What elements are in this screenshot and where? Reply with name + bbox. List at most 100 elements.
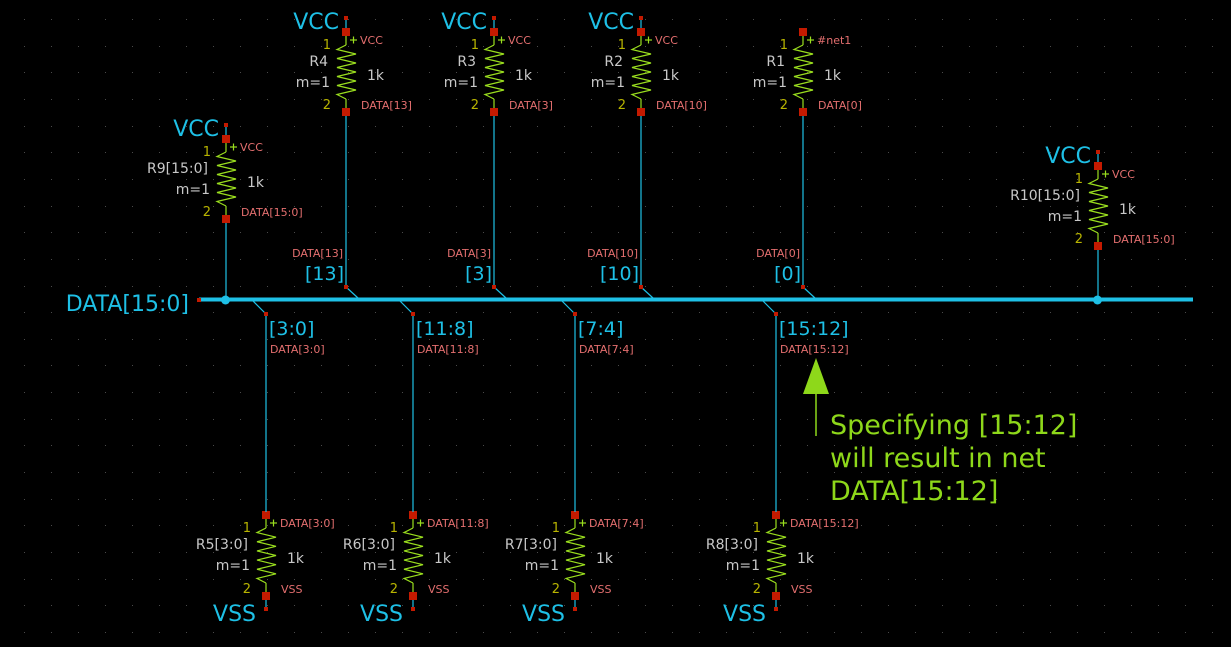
pin-2-number: 2 [390, 582, 398, 597]
pin-1[interactable] [342, 28, 350, 36]
pin-1[interactable] [409, 511, 417, 519]
resistance-value: 1k [247, 175, 265, 191]
resistor-zigzag-icon [255, 527, 277, 584]
vss-label: VSS [522, 602, 565, 627]
pin-2-number: 2 [780, 98, 788, 113]
bus-tap-bottom[interactable]: [15:12]DATA[15:12] [762, 300, 849, 512]
pin-1[interactable] [1094, 162, 1102, 170]
bottom-net-label: DATA[10] [656, 99, 707, 112]
instance-name: R6[3:0] [343, 537, 395, 553]
tap-net-label: DATA[0] [756, 247, 800, 260]
multiplier: m=1 [591, 75, 625, 91]
pin-2-number: 2 [753, 582, 761, 597]
power-pin [224, 123, 228, 127]
pin-1[interactable] [222, 135, 230, 143]
multiplier: m=1 [363, 558, 397, 574]
pin-2-number: 2 [323, 98, 331, 113]
pin-2[interactable] [637, 108, 645, 116]
tap-pin [774, 312, 778, 316]
resistance-value: 1k [596, 551, 614, 567]
pin-1[interactable] [772, 511, 780, 519]
pin-2[interactable] [799, 108, 807, 116]
bus-tap-bottom[interactable]: [7:4]DATA[7:4] [561, 300, 634, 512]
bus-tap-top[interactable]: [3] DATA[3] [447, 247, 507, 299]
power-pin [573, 607, 577, 611]
pin-2[interactable] [222, 215, 230, 223]
top-bus-taps: [13]DATA[13] [3] DATA[3] [10]DATA[10] [0]DAT… [292, 247, 816, 299]
multiplier: m=1 [525, 558, 559, 574]
tap-index-label: [3:0] [269, 318, 314, 340]
power-pin [1096, 150, 1100, 154]
multiplier: m=1 [726, 558, 760, 574]
pin-2-number: 2 [618, 98, 626, 113]
pin-2[interactable] [1094, 242, 1102, 250]
tap-net-label: DATA[3] [447, 247, 491, 260]
tap-net-label: DATA[13] [292, 247, 343, 260]
bus-tap-top[interactable]: [0]DATA[0] [756, 247, 816, 299]
tap-index-label: [11:8] [416, 318, 474, 340]
bottom-net-label: DATA[15:0] [241, 206, 303, 219]
vcc-label: VCC [173, 117, 219, 142]
instance-name: R5[3:0] [196, 537, 248, 553]
annotation-line-1: Specifying [15:12] [830, 410, 1077, 441]
vcc-label: VCC [588, 10, 634, 35]
power-pin [639, 16, 643, 20]
top-net-label: DATA[7:4] [589, 517, 644, 530]
pin-2[interactable] [571, 592, 579, 600]
pin-1[interactable] [637, 28, 645, 36]
multiplier: m=1 [1048, 209, 1082, 225]
tap-index-label: [7:4] [578, 318, 623, 340]
resistor-zigzag-icon [215, 151, 237, 207]
pin-2[interactable] [490, 108, 498, 116]
pin-1-number: 1 [552, 521, 560, 536]
pin-1[interactable] [490, 28, 498, 36]
tap-diagonal [762, 300, 777, 315]
resistance-value: 1k [662, 68, 680, 84]
top-net-label: DATA[15:12] [790, 517, 859, 530]
vss-label: VSS [723, 602, 766, 627]
instance-name: R8[3:0] [706, 537, 758, 553]
bottom-net-label: VSS [281, 583, 303, 596]
tap-index-label: [3] [465, 263, 492, 285]
arrow-up-icon [803, 358, 829, 394]
pin-1-number: 1 [243, 521, 251, 536]
resistor-zigzag-icon [1087, 178, 1109, 234]
multiplier: m=1 [176, 182, 210, 198]
top-net-label: VCC [508, 34, 531, 47]
tap-index-label: [15:12] [779, 318, 849, 340]
pin-1[interactable] [262, 511, 270, 519]
bus-tap-bottom[interactable]: [11:8] DATA[11:8] [399, 300, 479, 512]
bus-tap-top[interactable]: [13]DATA[13] [292, 247, 359, 299]
tap-net-label: DATA[11:8] [417, 343, 479, 356]
bottom-net-label: VSS [428, 583, 450, 596]
resistance-value: 1k [515, 68, 533, 84]
multiplier: m=1 [216, 558, 250, 574]
pin-1[interactable] [571, 511, 579, 519]
pin-1[interactable] [799, 28, 807, 36]
pin-2[interactable] [409, 592, 417, 600]
bus-tap-top[interactable]: [10]DATA[10] [587, 247, 654, 299]
bus-label: DATA[15:0] [66, 292, 189, 317]
annotation-line-3: DATA[15:12] [830, 476, 998, 507]
pin-2[interactable] [262, 592, 270, 600]
pin-2[interactable] [772, 592, 780, 600]
bottom-net-label: DATA[3] [509, 99, 553, 112]
bus-data[interactable]: DATA[15:0] [66, 292, 1193, 317]
pin-1-number: 1 [203, 145, 211, 160]
bottom-net-label: DATA[13] [361, 99, 412, 112]
bus-tap-bottom[interactable]: [3:0]DATA[3:0] [252, 300, 325, 512]
pin-2[interactable] [342, 108, 350, 116]
